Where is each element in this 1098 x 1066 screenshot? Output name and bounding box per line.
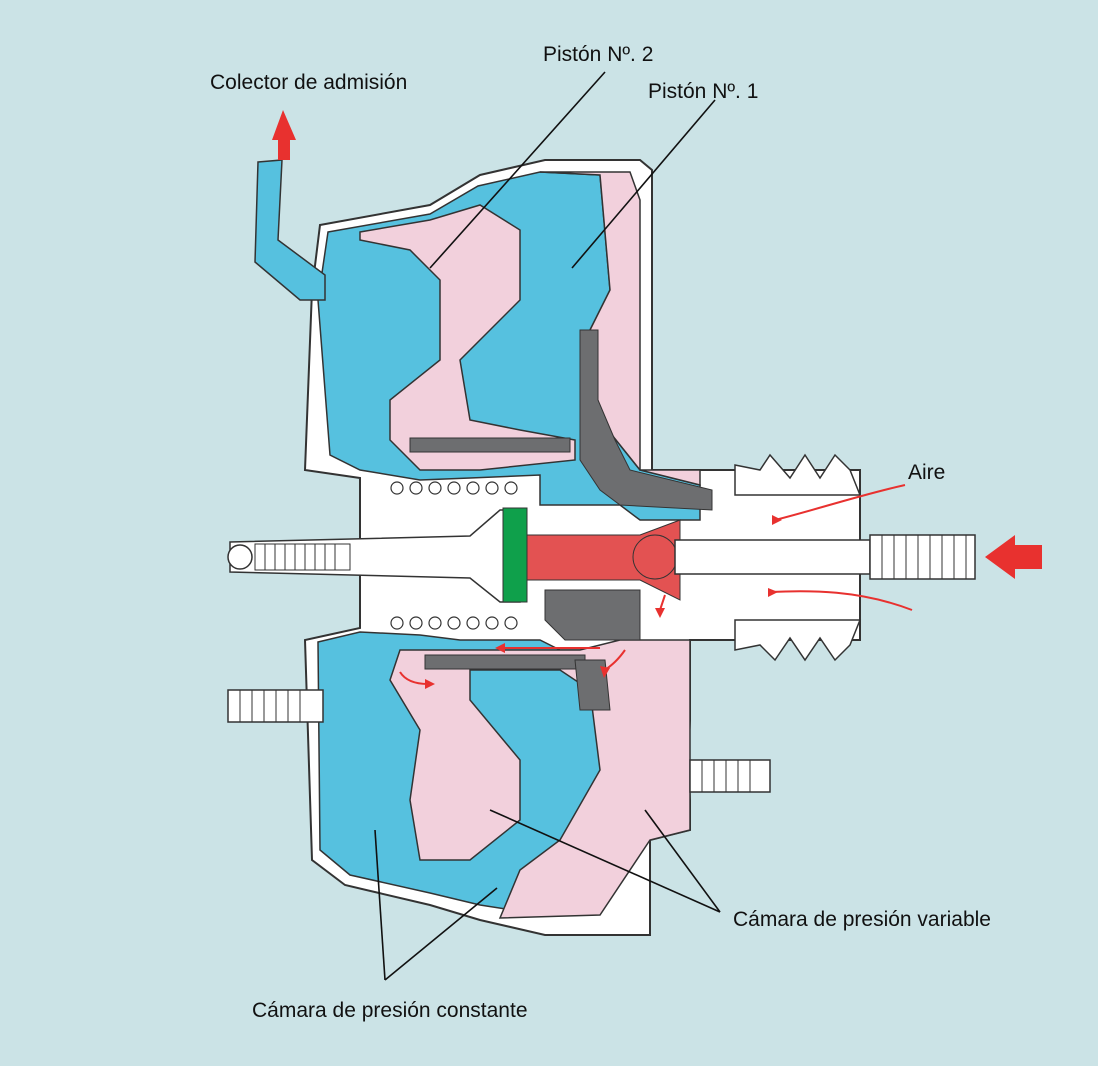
intake-hose xyxy=(254,159,326,301)
variable-pressure-chamber xyxy=(539,171,701,486)
variable-pressure-chamber-lower xyxy=(389,639,691,919)
input-arrow xyxy=(985,535,1042,579)
return-spring-lower xyxy=(390,616,518,630)
input-rod xyxy=(674,539,871,575)
leader-lines xyxy=(374,71,721,981)
threaded-stud-right xyxy=(689,759,771,793)
intake-arrow xyxy=(272,110,296,160)
threaded-stud-left xyxy=(227,689,324,723)
reaction-disc xyxy=(502,507,528,603)
plunger-ball xyxy=(632,534,678,580)
piston-plate-upper xyxy=(409,437,571,453)
label-intake-manifold: Colector de admisión xyxy=(210,71,408,94)
valve-body-upper xyxy=(579,329,713,511)
label-variable-chamber: Cámara de presión variable xyxy=(733,908,991,931)
boot-lower xyxy=(734,619,862,662)
valve-body-lower-2 xyxy=(574,659,611,711)
label-constant-chamber: Cámara de presión constante xyxy=(252,999,528,1022)
input-rod-threads xyxy=(869,534,976,580)
push-rod-tip xyxy=(227,544,253,570)
boot-upper xyxy=(734,453,862,496)
airflow-arrow-heads xyxy=(425,515,782,689)
return-spring-upper xyxy=(390,481,518,495)
variable-pressure-chamber-inner xyxy=(359,204,576,471)
piston-plate-lower xyxy=(424,654,586,670)
valve-body-lower xyxy=(544,589,641,641)
rod-threads-left xyxy=(254,543,351,571)
label-piston-1: Pistón Nº. 1 xyxy=(648,80,759,103)
label-piston-2: Pistón Nº. 2 xyxy=(543,43,654,66)
label-air: Aire xyxy=(908,461,946,484)
